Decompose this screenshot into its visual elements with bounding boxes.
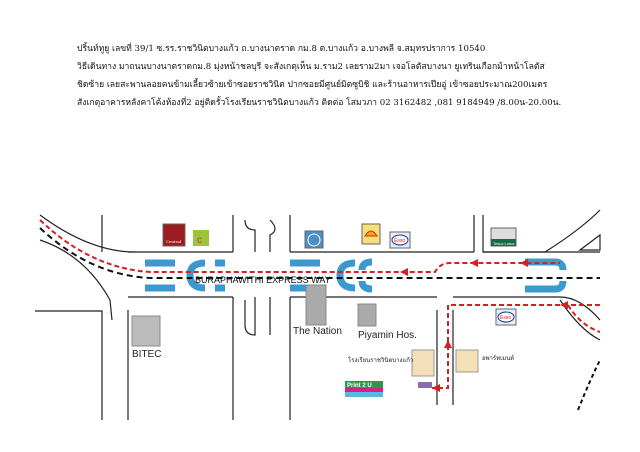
globe-logo-icon: [304, 230, 324, 249]
address-line: ปริ้นท์ทูยู เลขที่ 39/1 ซ.รร.ราชวินิตบาง…: [77, 44, 486, 54]
nation-building: The Nation: [293, 284, 342, 337]
address-block: ปริ้นท์ทูยู เลขที่ 39/1 ซ.รร.ราชวินิตบาง…: [77, 40, 637, 112]
contact-line: สังเกตุอาคารหลังคาโค้งห้องที่2 อยู่ติดรั…: [77, 98, 562, 108]
central-logo: Central c: [162, 223, 209, 247]
svg-text:Esso: Esso: [394, 238, 405, 244]
route-arrows: [400, 259, 568, 392]
esso-logo: Esso: [389, 231, 411, 249]
esso-logo-2: Esso: [495, 308, 517, 326]
expressway-label: BURAPHAWITHI EXPRESS WAY: [195, 275, 331, 285]
directions-line: ชิดซ้าย เลยสะพานลอยคนข้ามเลี้ยวซ้ายเข้าซ…: [77, 80, 548, 90]
svg-text:Central: Central: [166, 239, 182, 244]
directions-line: วิธีเดินทาง มาถนนบางนาตราดกม.8 มุ่งหน้าช…: [77, 62, 545, 72]
svg-text:BITEC: BITEC: [132, 349, 161, 360]
print2u-shop: Print 2 U: [345, 381, 432, 397]
roads: [35, 209, 601, 420]
c-logo-icon: c: [197, 235, 202, 246]
shell-logo: [361, 223, 381, 245]
svg-text:อพาร์ทเมนต์: อพาร์ทเมนต์: [482, 354, 514, 362]
svg-text:Print 2 U: Print 2 U: [347, 383, 372, 389]
tesco-lotus-logo: Tesco Lotus: [490, 227, 517, 247]
outer-ring-road: [577, 359, 601, 411]
apartment-building: อพาร์ทเมนต์: [455, 349, 514, 373]
svg-text:Esso: Esso: [500, 315, 511, 321]
svg-text:Tesco Lotus: Tesco Lotus: [493, 241, 514, 246]
svg-text:The Nation: The Nation: [293, 326, 342, 337]
piyamin-hospital: Piyamin Hos.: [357, 303, 417, 341]
interchange-loops: [145, 258, 567, 293]
school-building: โรงเรียนราชวินิตบางแก้ว: [348, 349, 435, 377]
bitec-building: BITEC: [131, 315, 161, 360]
svg-text:โรงเรียนราชวินิตบางแก้ว: โรงเรียนราชวินิตบางแก้ว: [348, 356, 413, 364]
svg-text:Piyamin Hos.: Piyamin Hos.: [358, 330, 417, 341]
